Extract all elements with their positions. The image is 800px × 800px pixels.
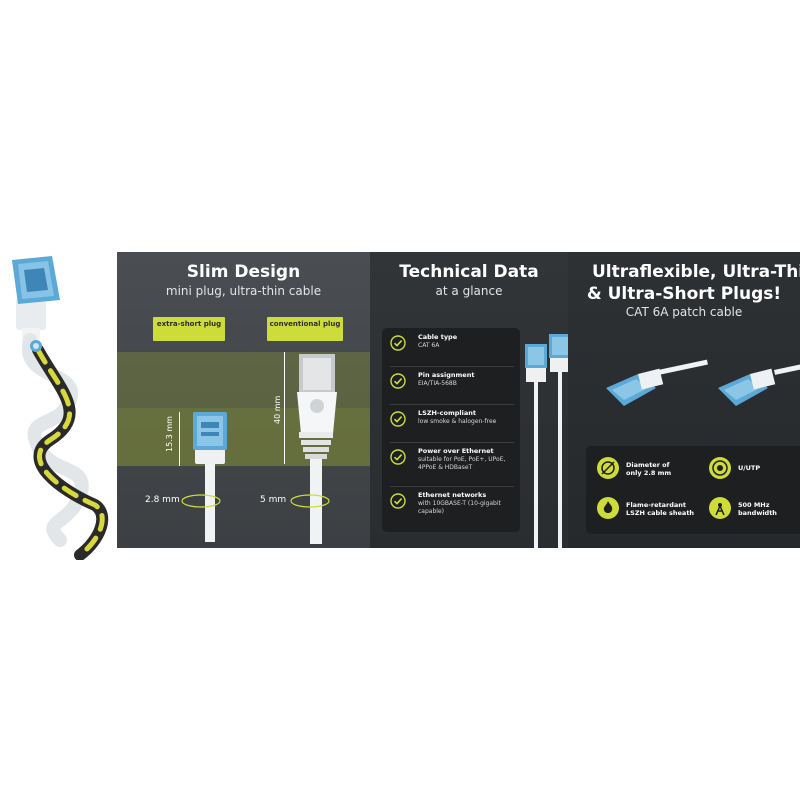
spec-label: LSZH-compliant [418,409,476,417]
thin-cable-diameter-label: 2.8 mm [145,495,180,505]
slim-design-title: Slim Design [186,262,301,282]
specs-card: Cable type CAT 6A Pin assignment EIA/TIA… [382,328,520,532]
spec-label: Ethernet networks [418,491,487,499]
spec-value: CAT 6A [418,342,440,349]
conventional-plug-tag: conventional plug [267,317,343,341]
spec-row-pin-assignment: Pin assignment EIA/TIA-568B [382,366,520,402]
spec-separator [390,366,514,367]
technical-data-panel: Technical Data at a glance Cable type CA… [370,252,568,548]
spec-label: Cable type [418,333,458,341]
mini-plug-illustration [193,412,227,542]
spec-value: EIA/TIA-568B [418,380,457,387]
checkmark-circle-icon [390,335,406,351]
slim-design-panel: Slim Design mini plug, ultra-thin cable … [117,252,370,548]
conventional-diameter-ring [290,494,330,508]
technical-data-subtitle: at a glance [435,284,503,298]
short-plug-length-label: 15.3 mm [165,416,174,452]
feature-diameter: Diameter of only 2.8 mm [596,456,696,482]
checkmark-circle-icon [390,449,406,465]
spec-label: Power over Ethernet [418,447,494,455]
feature-text: 500 MHz bandwidth [738,501,777,517]
top-rj45-plug [12,256,60,342]
spec-separator [390,404,514,405]
feature-text: Diameter of only 2.8 mm [626,461,672,477]
feature-bandwidth: 500 MHz bandwidth [708,496,798,522]
antenna-icon [709,497,731,519]
horizontal-plugs-illustration [606,359,800,406]
spec-value: with 10GBASE-T (10-gigabit capable) [418,500,501,515]
conventional-plug-dimension-line [284,352,285,464]
conventional-plug-length-label: 40 mm [273,395,282,424]
spec-row-poe: Power over Ethernet suitable for PoE, Po… [382,442,520,486]
checkmark-circle-icon [390,493,406,509]
spec-row-lszh: LSZH-compliant low smoke & halogen-free [382,404,520,440]
conventional-plug-illustration [297,354,337,544]
diameter-icon [597,457,619,479]
spec-row-cable-type: Cable type CAT 6A [382,328,520,364]
spec-value: low smoke & halogen-free [418,418,497,425]
feature-flame-retardant: Flame-retardant LSZH cable sheath [596,496,696,522]
flame-icon [597,497,619,519]
features-card: Diameter of only 2.8 mm U/UTP Flame-reta… [586,446,800,534]
extra-short-plug-tag: extra-short plug [153,317,225,341]
ultraflexible-title-line2: & Ultra-Short Plugs! [586,284,782,304]
ultraflexible-panel: Ultraflexible, Ultra-Thin & Ultra-Short … [568,252,800,548]
vertical-cables-illustration [525,334,568,548]
spec-label: Pin assignment [418,371,475,379]
thin-diameter-ring [181,494,221,508]
product-banner: Slim Design mini plug, ultra-thin cable … [117,252,800,548]
spec-row-ethernet: Ethernet networks with 10GBASE-T (10-gig… [382,486,520,530]
slim-design-subtitle: mini plug, ultra-thin cable [165,284,322,298]
checkmark-circle-icon [390,411,406,427]
feature-text: Flame-retardant LSZH cable sheath [626,501,695,517]
ultraflexible-subtitle: CAT 6A patch cable [625,305,743,319]
spec-separator [390,486,514,487]
ultraflexible-title-line1: Ultraflexible, Ultra-Thin [592,262,800,282]
short-plug-dimension-line [179,412,180,466]
conventional-cable-diameter-label: 5 mm [260,495,287,505]
cable-cross-section-icon [709,457,731,479]
spec-separator [390,442,514,443]
feature-text: U/UTP [738,464,761,472]
checkmark-circle-icon [390,373,406,389]
spec-value: suitable for PoE, PoE+, UPoE, 4PPoE & HD… [418,456,506,471]
technical-data-title: Technical Data [399,262,539,282]
feature-uutp: U/UTP [708,456,798,482]
coiled-cable-illustration [12,256,109,560]
